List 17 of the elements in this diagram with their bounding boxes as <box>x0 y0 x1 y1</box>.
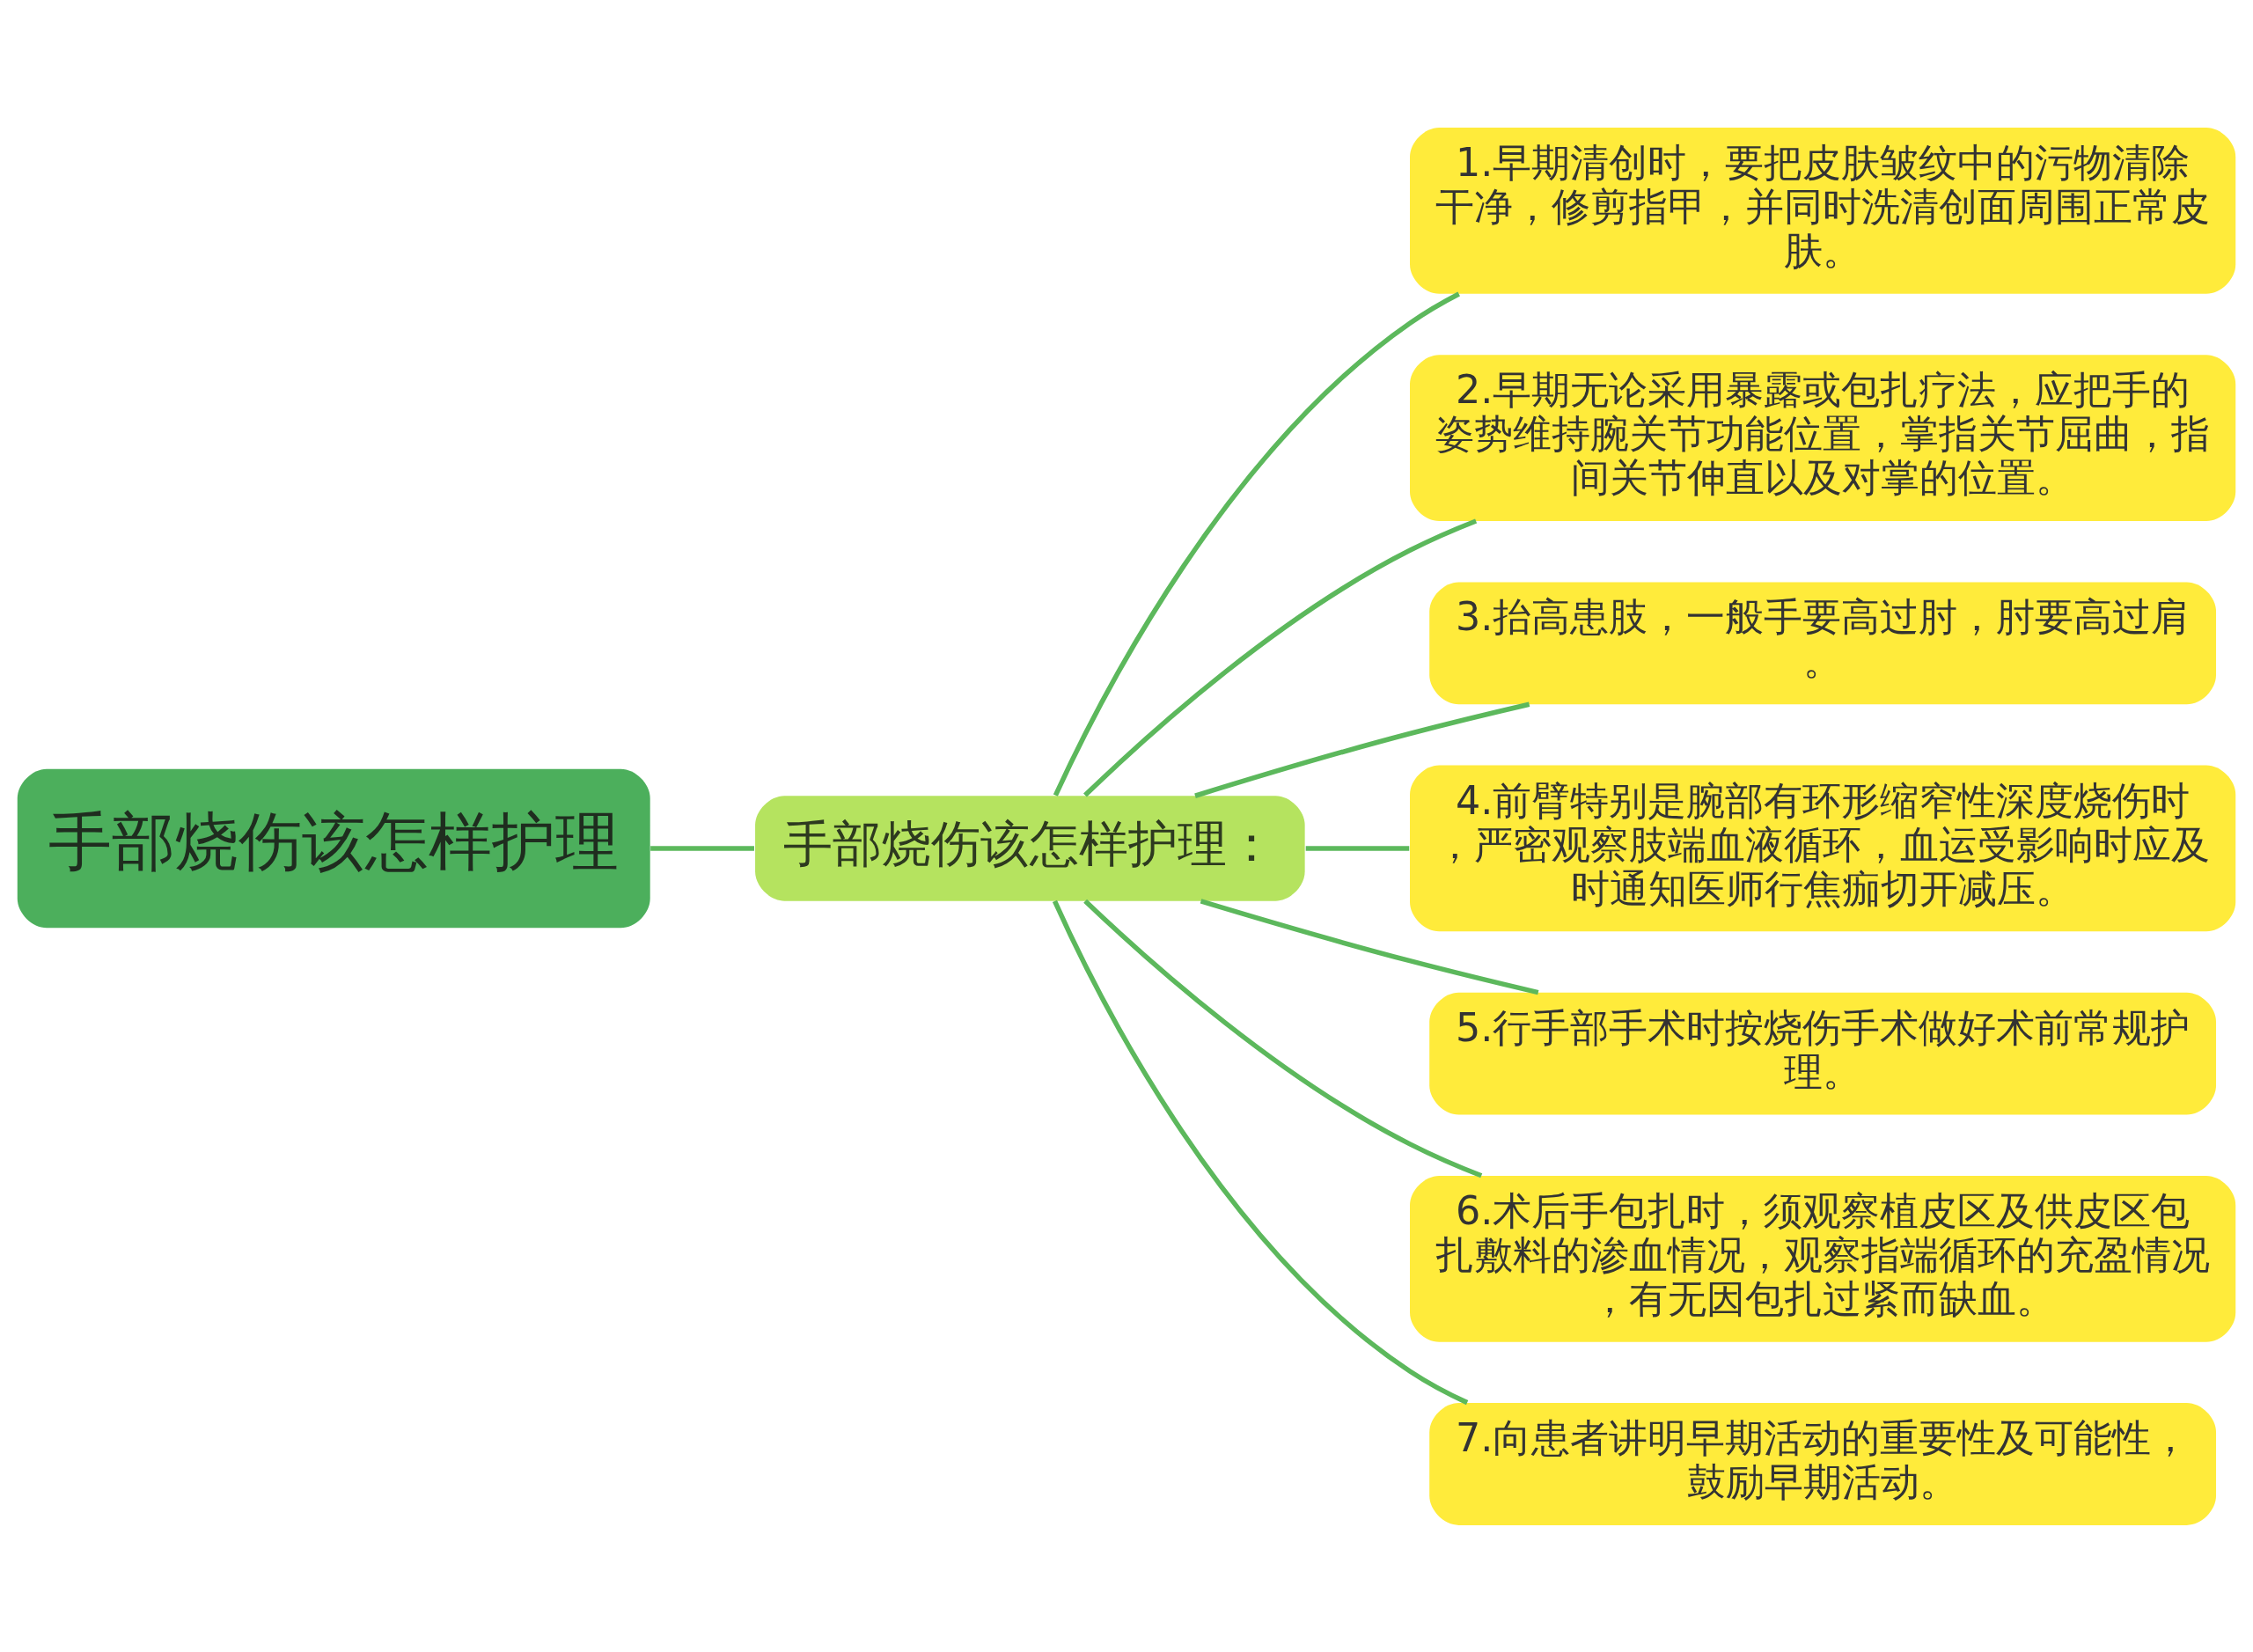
connector <box>1200 898 1539 995</box>
node-box: 2.早期无论采用暴露或包扎疗法，应把手的姿势维持腕关节功能位置，掌指关节屈曲，指间关节伸直以及对掌的位置。 <box>1410 354 2236 521</box>
node-box: 5.行手部手术时按烧伤手术做好术前常规护理。 <box>1429 992 2217 1115</box>
connector <box>1194 701 1530 798</box>
connector <box>1052 899 1469 1405</box>
node-box: 6.术后手包扎时，须观察植皮区及供皮区包扎敷料的渗血情况，观察指端循环的充盈情况，有无因包扎过紧而缺血。 <box>1410 1175 2236 1342</box>
node-box: 7.向患者讲明早期活动的重要性及可能性，鼓励早期活动。 <box>1429 1402 2217 1525</box>
connector <box>1305 845 1410 851</box>
connector <box>1083 518 1478 797</box>
connector <box>1083 899 1483 1178</box>
node-box: 手部烧伤该怎样护理： <box>755 795 1305 901</box>
node-box: 1.早期清创时，要把皮肤皱纹中的污物清除干净，修剪指甲，并同时洗清创面周围正常皮肤。 <box>1410 127 2236 294</box>
connector <box>1053 290 1460 797</box>
connector <box>650 845 754 851</box>
node-box: 手部烧伤该怎样护理 <box>17 768 650 928</box>
node-box: 3.抬高患肢，一般手要高过肘，肘要高过肩。 <box>1429 581 2217 704</box>
node-box: 4.前臂特别是腕部有环形缩窄性深度烧伤时，严密观察肢端血液循环，血运受影响时应及时通知医师行焦痂切开减压。 <box>1410 765 2236 931</box>
